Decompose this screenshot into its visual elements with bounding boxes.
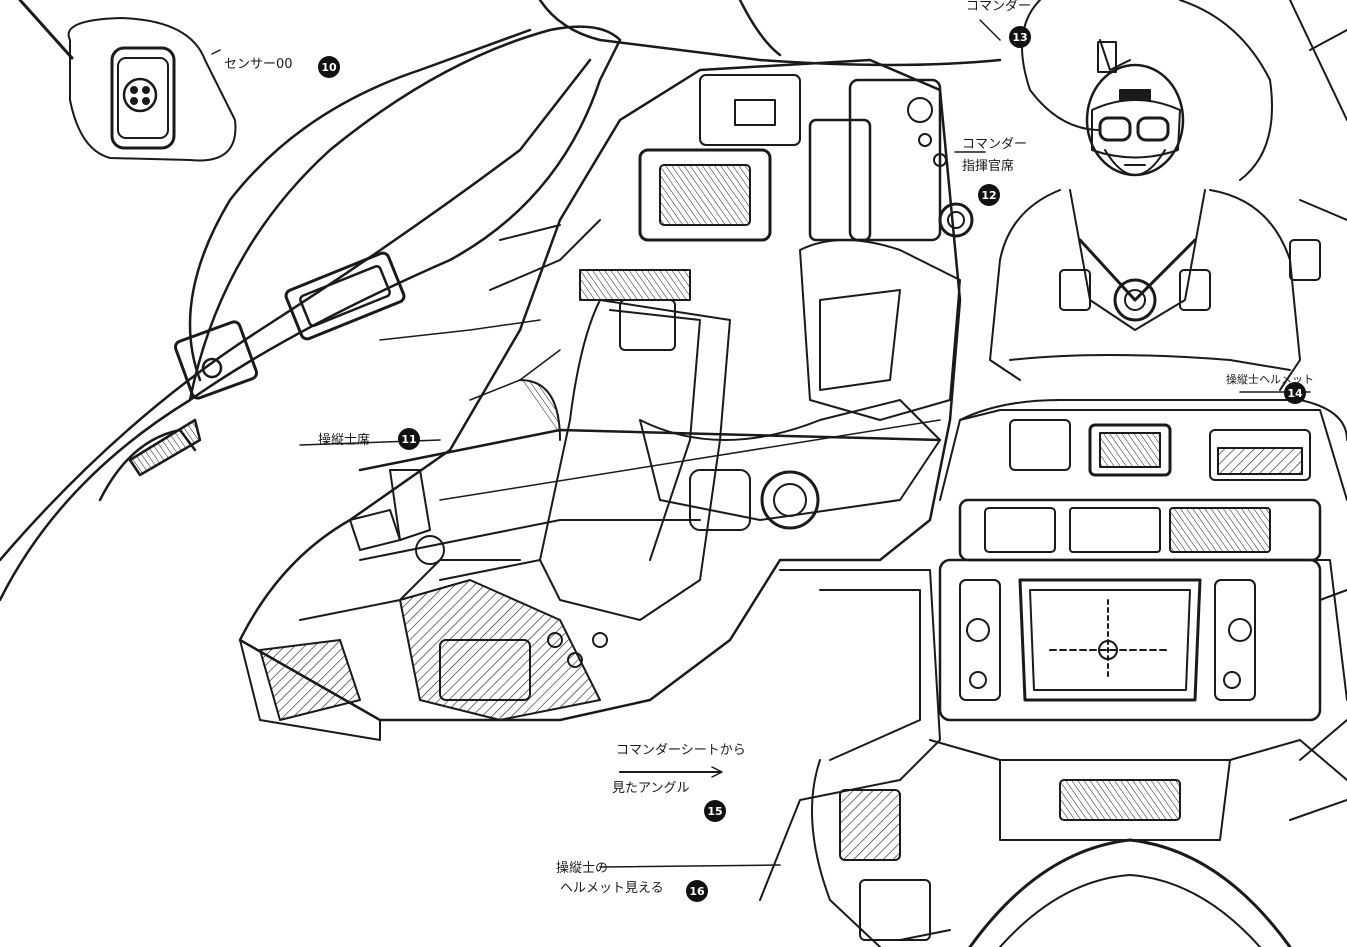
commander-seat-number-badge: 12 [978, 184, 1000, 206]
angle-number-badge: 15 [704, 800, 726, 822]
commander-seat-label-line1: コマンダー [962, 137, 1028, 152]
pilot-seat-label: 操縦士席 [318, 433, 371, 448]
sensor-number-badge: 10 [318, 56, 340, 78]
sensor-detail [18, 0, 237, 162]
angle-label-line2: 見たアングル [612, 781, 690, 796]
pilot-seat-number-badge: 11 [398, 428, 420, 450]
pilot-helmet-visible-number-badge: 16 [686, 880, 708, 902]
commander-label: コマンダー [966, 0, 1032, 14]
commander-figure [989, 0, 1347, 391]
commander-seat-label-line2: 指揮官席 [962, 159, 1015, 174]
canopy-outline [0, 0, 1002, 602]
commander-number-badge: 13 [1009, 26, 1031, 48]
instrument-panel [759, 399, 1347, 947]
pilot-helmet-visible-line1: 操縦士の [556, 861, 609, 876]
pilot-helmet-visible-line2: ヘルメット見える [560, 881, 664, 896]
pilot-seat-interior [238, 58, 974, 741]
angle-label-line1: コマンダーシートから [616, 743, 746, 758]
pilot-helmet-top-label: 操縦士ヘルメット [1226, 373, 1314, 386]
pilot-helmet-top-number-badge: 14 [1284, 382, 1306, 404]
sensor-label: センサー00 [224, 57, 293, 72]
